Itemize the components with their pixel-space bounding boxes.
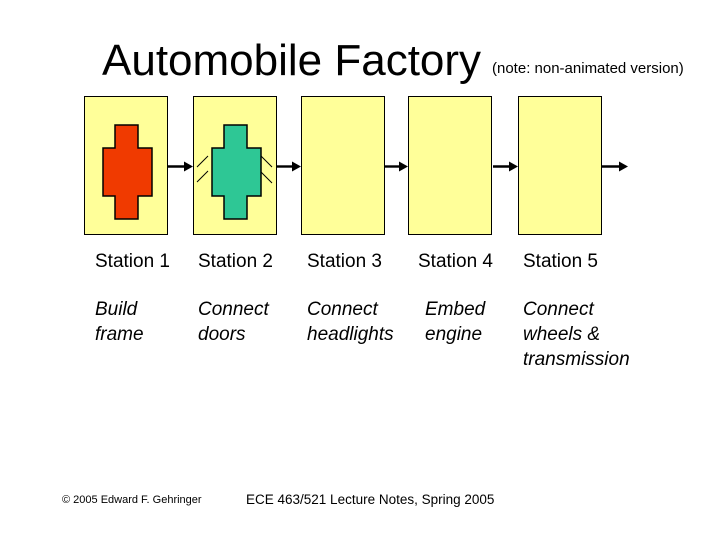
footer-course-info: ECE 463/521 Lecture Notes, Spring 2005: [246, 492, 495, 507]
station-5-label: Station 5: [523, 251, 598, 272]
station-1-task: Build frame: [95, 299, 144, 345]
arrow-icon: [168, 159, 193, 174]
station-4-task: Embed engine: [425, 299, 486, 345]
title-note: (note: non-animated version): [492, 60, 684, 77]
arrow-icon: [385, 159, 408, 174]
arrow-icon: [493, 159, 518, 174]
station-3-box: [301, 96, 385, 235]
station-2-label: Station 2: [198, 251, 273, 272]
page-title: Automobile Factory: [102, 36, 482, 85]
station-5-task: Connect wheels & transmission: [523, 299, 630, 370]
station-4-box: [408, 96, 492, 235]
station-3-task: Connect headlights: [307, 299, 394, 345]
station-4-label: Station 4: [418, 251, 493, 272]
station-2-task: Connect doors: [198, 299, 269, 345]
door-attachment-lines: [196, 155, 273, 184]
station-3-label: Station 3: [307, 251, 382, 272]
footer-copyright: © 2005 Edward F. Gehringer: [62, 494, 202, 506]
station-1-label: Station 1: [95, 251, 170, 272]
car-frame-with-doors-icon: [196, 124, 273, 220]
station-5-box: [518, 96, 602, 235]
arrow-icon: [277, 159, 301, 174]
car-frame-icon: [102, 124, 153, 220]
arrow-icon: [602, 159, 628, 174]
station-1-box: [84, 96, 168, 235]
station-2-box: [193, 96, 277, 235]
